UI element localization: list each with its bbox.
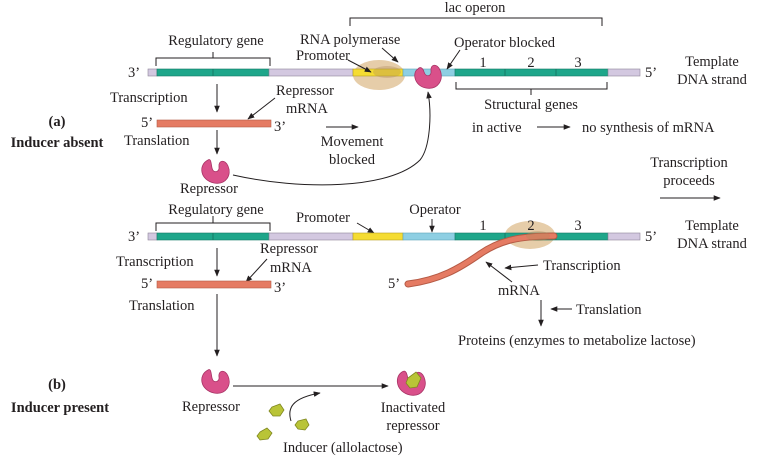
inducer-binding-arrow [289, 391, 321, 422]
repressor-binding-arrow [232, 91, 432, 186]
regulatory-gene-bracket-b [155, 216, 271, 231]
inactivated-label-line2: repressor [386, 418, 439, 434]
transcription-label: Transcription [110, 90, 188, 106]
dna-strand-a [147, 68, 641, 77]
operator-arrow [446, 49, 461, 70]
gene-number-1: 1 [479, 55, 486, 71]
mrna-pointer-arrow [485, 261, 513, 283]
strand-5-label: 5’ [645, 65, 657, 81]
strand-spacer [607, 68, 641, 77]
panel-a-label: (a) [49, 114, 66, 130]
translation-label-b: Translation [129, 298, 195, 314]
regulatory-gene-label: Regulatory gene [168, 33, 263, 49]
operator-label-b: Operator [409, 202, 461, 218]
promoter-segment-b [352, 232, 404, 241]
regulatory-gene-label-b: Regulatory gene [168, 202, 263, 218]
strand-3-label-b: 3’ [128, 229, 140, 245]
repressor-bound-icon [414, 64, 442, 89]
inducer-label: Inducer (allolactose) [283, 440, 403, 456]
inducer-icon [268, 403, 285, 417]
gene-number-1-b: 1 [479, 218, 486, 234]
repressor-mrna-arrow-b [245, 258, 268, 283]
promoter-label: Promoter [296, 48, 350, 64]
structural-genes-label: Structural genes [484, 97, 578, 113]
inducer-icon [294, 418, 310, 431]
repressor-mrna-b [156, 280, 272, 289]
structural-translation-label: Translation [576, 302, 642, 318]
operator-blocked-label: Operator blocked [454, 35, 556, 51]
repressor-icon-b [201, 369, 230, 394]
strand-3-label: 3’ [128, 65, 140, 81]
gene-number-3: 3 [574, 55, 581, 71]
bound-inducer-icon [405, 371, 422, 389]
repressor-mrna-arrow [247, 97, 276, 120]
polymerase-arrow [381, 47, 399, 63]
strand-spacer [147, 232, 158, 241]
repressor-mrna-label-b-line1: Repressor [260, 241, 318, 257]
gene-number-2: 2 [527, 55, 534, 71]
repressor-mrna-label-line2: mRNA [286, 101, 328, 117]
mrna-label: mRNA [498, 283, 540, 299]
transcription-label-b: Transcription [116, 254, 194, 270]
gene-number-2-b: 2 [527, 218, 534, 234]
template-label-line1: Template [685, 54, 739, 70]
inactive-label: in active [472, 120, 522, 136]
repressor-icon [201, 159, 230, 184]
transcription-proceeds-line2: proceeds [663, 173, 715, 189]
movement-label-line1: Movement [321, 134, 384, 150]
proteins-label: Proteins (enzymes to metabolize lactose) [458, 333, 696, 349]
dna-strand-b [147, 232, 641, 241]
translation-label: Translation [124, 133, 190, 149]
strand-spacer [268, 232, 354, 241]
repressor-mrna-a [156, 119, 272, 128]
strand-spacer [607, 232, 641, 241]
promoter-label-b: Promoter [296, 210, 350, 226]
panel-b-label: (b) [48, 377, 66, 393]
inducer-present-label: Inducer present [11, 400, 109, 416]
transcription-proceeds-line1: Transcription [650, 155, 728, 171]
lac-operon-bracket [349, 17, 603, 26]
template-label-b-line1: Template [685, 218, 739, 234]
mrna-3-label-b: 3’ [274, 280, 286, 296]
repressor-label: Repressor [180, 181, 238, 197]
promoter-arrow [347, 59, 372, 73]
inducer-molecules [256, 403, 310, 441]
inducer-absent-label: Inducer absent [11, 135, 104, 151]
mrna-5-label-b: 5’ [141, 276, 153, 292]
inactivated-label-line1: Inactivated [381, 400, 446, 416]
regulatory-gene-bracket [155, 52, 271, 66]
movement-label-line2: blocked [329, 152, 376, 168]
strand-spacer [268, 68, 354, 77]
inducer-icon [256, 427, 273, 441]
structural-transcription-arrow [504, 264, 539, 271]
template-label-line2: DNA strand [677, 72, 747, 88]
structural-transcription-label: Transcription [543, 258, 621, 274]
rna-polymerase-label: RNA polymerase [300, 32, 400, 48]
template-label-b-line2: DNA strand [677, 236, 747, 252]
lac-operon-label: lac operon [445, 0, 507, 16]
structural-genes-bracket [455, 82, 608, 95]
repressor-label-b: Repressor [182, 399, 240, 415]
mrna-5-label: 5’ [141, 115, 153, 131]
strand-spacer [147, 68, 158, 77]
panel-b: Transcription proceeds Regulatory gene P… [11, 155, 748, 456]
repressor-mrna-label-b-line2: mRNA [270, 260, 312, 276]
operator-segment [402, 68, 456, 77]
panel-a: lac operon Regulatory gene RNA polymeras… [11, 0, 748, 197]
structural-mrna-5-label: 5’ [388, 276, 400, 292]
no-synthesis-label: no synthesis of mRNA [582, 120, 715, 136]
strand-5-label-b: 5’ [645, 229, 657, 245]
mrna-3-label: 3’ [274, 119, 286, 135]
repressor-mrna-label-line1: Repressor [276, 83, 334, 99]
operator-segment-b [402, 232, 456, 241]
promoter-arrow-b [356, 222, 375, 234]
gene-number-3-b: 3 [574, 218, 581, 234]
